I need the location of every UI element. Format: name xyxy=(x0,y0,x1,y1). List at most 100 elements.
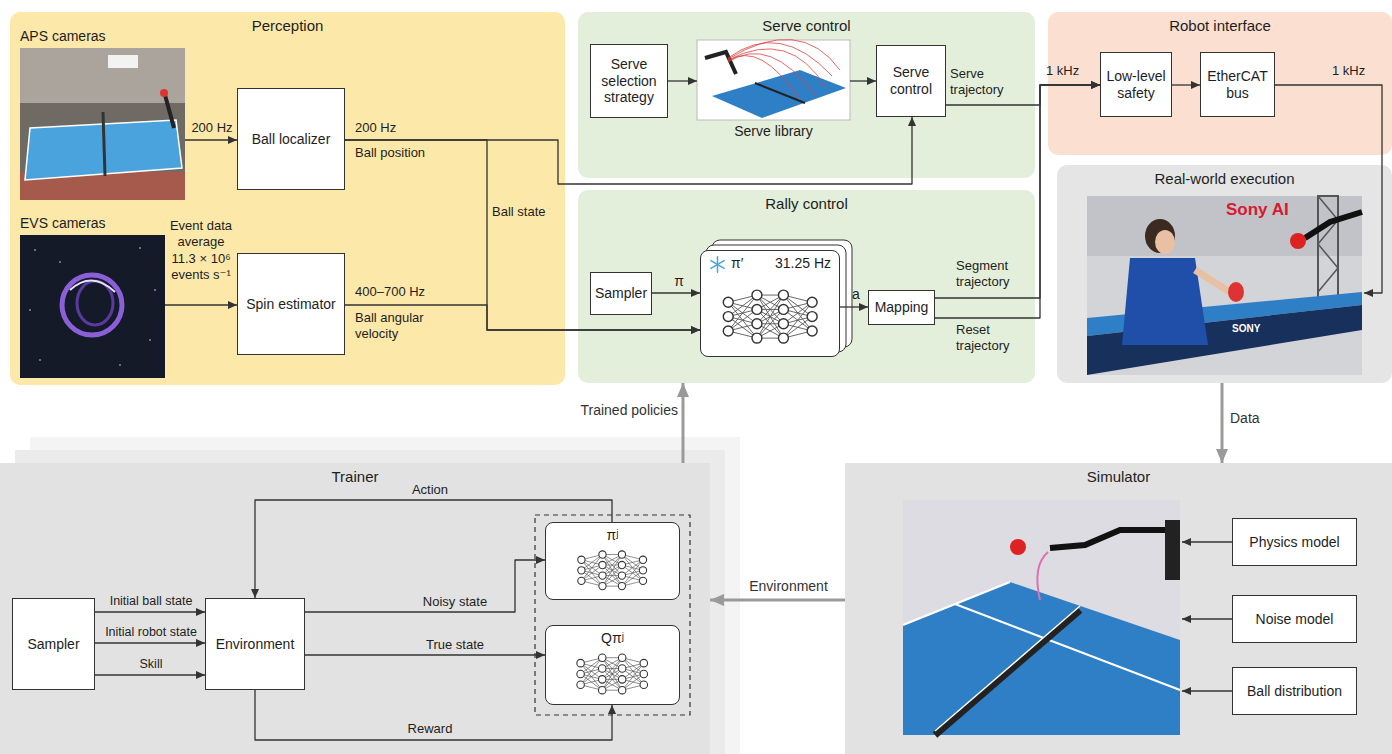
panel-title: Real-world execution xyxy=(1057,170,1392,188)
box-label: Qπʲ xyxy=(601,630,624,647)
process-box: Low-level safety xyxy=(1100,52,1172,117)
serve-library-image xyxy=(697,39,850,120)
signal-annotation: 1 kHz xyxy=(1046,63,1096,79)
process-box: Serve control xyxy=(876,45,946,117)
connector-arrow xyxy=(935,85,1100,318)
edge-label: 200 Hz xyxy=(189,120,235,136)
edge-label: Trained policies xyxy=(540,402,678,420)
box-label: π′ xyxy=(731,255,743,272)
connector-arrow xyxy=(305,560,545,612)
edge-label: Ball position xyxy=(355,145,455,161)
edge-label: Serve trajectory xyxy=(950,66,1032,99)
connector-arrow xyxy=(1182,690,1232,691)
network-icon xyxy=(559,546,665,595)
panel-ground xyxy=(0,463,710,754)
connector-arrow xyxy=(850,80,876,81)
edge-label: Initial ball state xyxy=(96,594,206,610)
edge-label: Reward xyxy=(380,721,480,737)
connector-arrow xyxy=(305,654,545,655)
edge-label: Segment trajectory xyxy=(956,258,1036,291)
group-panel: Robot interfaceLow-level safety EtherCAT … xyxy=(1048,12,1392,155)
box-label: Serve selection strategy xyxy=(594,56,664,106)
edge-label: π xyxy=(667,273,691,291)
process-box: Ball localizer xyxy=(237,88,345,190)
box-label: Noise model xyxy=(1256,611,1334,628)
panel-title: Trainer xyxy=(0,468,710,486)
panel-ground xyxy=(578,190,1035,383)
connector-arrow xyxy=(682,383,685,463)
signal-annotation: 1 kHz xyxy=(1332,63,1380,79)
connector-arrow xyxy=(185,139,237,140)
edge-label: Initial robot state xyxy=(96,625,206,641)
connector-arrow xyxy=(935,85,1100,298)
evs-event-image xyxy=(20,235,165,378)
process-box: Sampler xyxy=(590,272,652,315)
signal-annotation: 200 Hz xyxy=(355,120,425,136)
box-label: Mapping xyxy=(875,299,929,316)
connector-arrow xyxy=(95,611,205,612)
edge-label: Environment xyxy=(736,578,841,596)
simulator-render xyxy=(903,500,1180,735)
edge-label: Action xyxy=(380,482,480,498)
edge-label: Skill xyxy=(96,657,206,673)
process-box: EtherCAT bus xyxy=(1200,52,1275,117)
network-card: πʲ xyxy=(545,522,680,600)
connector-arrow xyxy=(1172,84,1200,85)
connector-arrow xyxy=(1182,541,1232,542)
group-panel: TrainerSamplerEnvironmentπʲQπʲ xyxy=(0,463,710,754)
box-label: Sampler xyxy=(595,285,647,302)
process-box: Sampler xyxy=(12,598,95,690)
panel-title: Robot interface xyxy=(1048,17,1392,35)
group-panel: SimulatorPhysics modelNoise modelBall di… xyxy=(845,463,1392,754)
photo-text: SONY xyxy=(1232,323,1282,336)
photo-text: Sony AI xyxy=(1226,199,1310,220)
network-card: π′ 31.25 Hz xyxy=(700,250,840,357)
network-icon xyxy=(559,649,665,699)
group-panel: PerceptionAPS camerasBall localizerEVS c… xyxy=(10,12,565,385)
illustration-frame: EVS cameras xyxy=(20,235,165,378)
dashed-group xyxy=(535,515,690,715)
real-world-photo xyxy=(1087,196,1362,375)
image-caption: Serve library xyxy=(697,123,850,140)
signal-annotation: Ball state xyxy=(492,204,572,220)
edge-label: Ball angular velocity xyxy=(355,310,455,343)
process-box: Ball distribution xyxy=(1232,667,1357,715)
box-label: Ball distribution xyxy=(1247,683,1342,700)
edge-label: True state xyxy=(400,637,510,653)
image-caption: EVS cameras xyxy=(20,215,165,232)
frozen-snowflake-icon xyxy=(709,256,726,273)
connector-arrow xyxy=(95,674,205,675)
panel-ground xyxy=(1048,12,1392,155)
illustration-frame: APS cameras xyxy=(20,48,185,200)
box-label: Physics model xyxy=(1249,534,1339,551)
connector-arrow xyxy=(95,642,205,643)
process-box: Mapping xyxy=(868,290,935,325)
panel-ground xyxy=(845,463,1392,754)
panel-ground xyxy=(10,12,565,385)
connector-arrow xyxy=(1221,383,1224,463)
process-box: Physics model xyxy=(1232,518,1357,566)
edge-label: Reset trajectory xyxy=(956,322,1036,355)
network-card: Qπʲ xyxy=(545,625,680,705)
box-label: Sampler xyxy=(27,636,79,653)
box-label: 31.25 Hz xyxy=(775,255,831,272)
edge-label: Noisy state xyxy=(400,594,510,610)
connector-arrow xyxy=(165,304,237,305)
connector-arrow xyxy=(345,140,700,330)
connector-arrow xyxy=(1182,618,1232,619)
box-label: Ball localizer xyxy=(252,131,331,148)
panel-title: Simulator xyxy=(845,468,1392,486)
box-label: Spin estimator xyxy=(246,296,335,313)
edge-label: a xyxy=(846,286,866,304)
panel-ground xyxy=(578,12,1035,178)
process-box: Spin estimator xyxy=(237,253,345,355)
aps-camera-photo xyxy=(20,48,185,200)
panel-title: Rally control xyxy=(578,195,1035,213)
illustration-frame: Serve library xyxy=(697,40,850,120)
process-box: Noise model xyxy=(1232,595,1357,643)
box-label: EtherCAT bus xyxy=(1204,68,1271,102)
process-box: Serve selection strategy xyxy=(590,44,668,118)
connector-arrow xyxy=(840,306,868,307)
edge-label: Data xyxy=(1230,410,1290,428)
